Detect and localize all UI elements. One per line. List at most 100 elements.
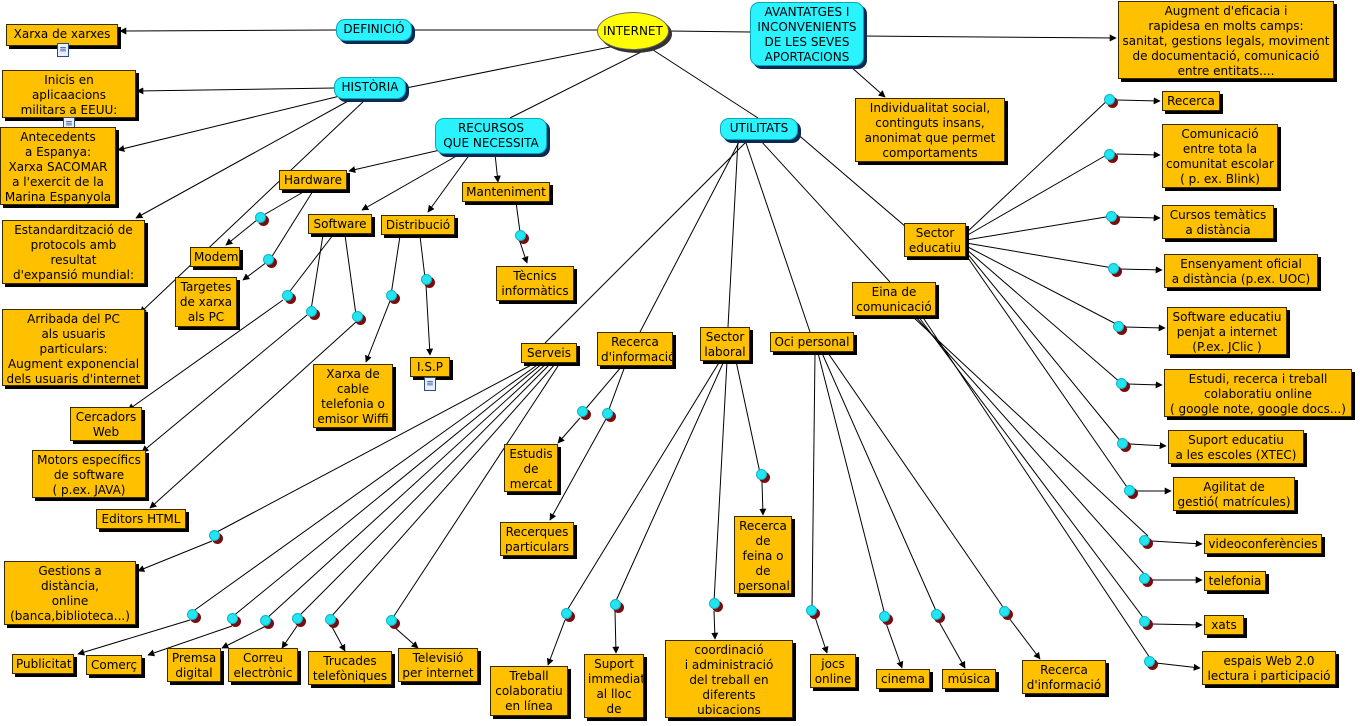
link-node-dot[interactable] bbox=[561, 608, 572, 619]
node-musica[interactable]: música bbox=[942, 669, 996, 689]
node-recerca[interactable]: Recerca bbox=[1162, 91, 1220, 111]
node-espais[interactable]: espais Web 2.0 lectura i participació bbox=[1202, 651, 1336, 685]
node-estandarditzacio[interactable]: Estandardització de protocols amb result… bbox=[2, 220, 145, 284]
node-comerc[interactable]: Comerç bbox=[86, 655, 142, 675]
node-comunicacio[interactable]: Comunicació entre tota la comunitat esco… bbox=[1162, 124, 1278, 188]
link-node-dot[interactable] bbox=[1108, 263, 1119, 274]
link-node-dot[interactable] bbox=[602, 408, 613, 419]
link-node-dot[interactable] bbox=[577, 406, 588, 417]
node-recerques[interactable]: Recerques particulars bbox=[500, 522, 574, 556]
node-videoconferencies[interactable]: videoconferències bbox=[1204, 534, 1322, 554]
branch-definicio[interactable]: DEFINICIÓ bbox=[336, 19, 412, 41]
node-sector-laboral[interactable]: Sector laboral bbox=[700, 327, 750, 361]
node-serveis[interactable]: Serveis bbox=[521, 343, 577, 363]
link-node-dot[interactable] bbox=[931, 609, 942, 620]
link-node-dot[interactable] bbox=[1144, 656, 1155, 667]
node-antecedents[interactable]: Antecedents a Espanya: Xarxa SACOMAR a l… bbox=[0, 127, 116, 205]
node-estudi[interactable]: Estudi, recerca i treball colaboratiu on… bbox=[1164, 369, 1352, 417]
node-sector-educatiu[interactable]: Sector educatiu bbox=[904, 223, 966, 257]
link-node-dot[interactable] bbox=[515, 230, 526, 241]
link-node-dot[interactable] bbox=[999, 606, 1010, 617]
node-cercadors[interactable]: Cercadors Web bbox=[70, 407, 142, 441]
connector-line bbox=[361, 153, 461, 211]
node-cinema[interactable]: cinema bbox=[876, 669, 930, 689]
node-tecnics[interactable]: Tècnics informàtics bbox=[496, 266, 574, 301]
node-suport-immediat[interactable]: Suport immediat al lloc de treball bbox=[584, 654, 644, 718]
root-node[interactable]: INTERNET bbox=[597, 12, 669, 50]
node-recerca-info2[interactable]: Recerca d'informació bbox=[1022, 660, 1106, 694]
node-televisio[interactable]: Televisió per internet bbox=[398, 648, 478, 682]
node-coordinacio[interactable]: coordinació i administració del treball … bbox=[665, 640, 793, 718]
node-premsa[interactable]: Premsa digital bbox=[167, 648, 221, 682]
node-telefonia[interactable]: telefonia bbox=[1204, 571, 1266, 591]
document-icon[interactable]: ≡ bbox=[57, 43, 69, 57]
connector-line bbox=[1008, 617, 1041, 660]
node-recerca-info[interactable]: Recerca d'informació bbox=[597, 332, 673, 366]
node-modem[interactable]: Modem bbox=[190, 247, 240, 267]
node-editors[interactable]: Editors HTML bbox=[96, 509, 186, 529]
link-node-dot[interactable] bbox=[709, 598, 720, 609]
node-distribucio[interactable]: Distribució bbox=[381, 215, 455, 235]
link-node-dot[interactable] bbox=[1116, 378, 1127, 389]
node-publicitat[interactable]: Publicitat bbox=[12, 654, 74, 674]
link-node-dot[interactable] bbox=[1104, 149, 1115, 160]
link-node-dot[interactable] bbox=[756, 469, 767, 480]
link-node-dot[interactable] bbox=[352, 311, 363, 322]
node-isp[interactable]: I.S.P bbox=[410, 357, 450, 377]
node-estudis-mercat[interactable]: Estudis de mercat bbox=[504, 444, 558, 492]
link-node-dot[interactable] bbox=[1139, 573, 1150, 584]
link-node-dot[interactable] bbox=[260, 615, 271, 626]
node-individualitat[interactable]: Individualitat social, continguts insans… bbox=[855, 98, 1005, 162]
link-node-dot[interactable] bbox=[1124, 485, 1135, 496]
link-node-dot[interactable] bbox=[292, 613, 303, 624]
node-inicis[interactable]: Inicis en aplicaacions militars a EEUU: … bbox=[2, 70, 136, 118]
node-trucades[interactable]: Trucades telefòniques bbox=[308, 651, 392, 685]
document-icon[interactable]: ≡ bbox=[424, 377, 436, 391]
link-node-dot[interactable] bbox=[325, 614, 336, 625]
node-eina[interactable]: Eina de comunicació bbox=[852, 282, 936, 316]
link-node-dot[interactable] bbox=[1139, 535, 1150, 546]
node-ensenyament[interactable]: Ensenyament oficial a distància (p.ex. U… bbox=[1164, 254, 1318, 288]
node-manteniment[interactable]: Manteniment bbox=[462, 182, 550, 202]
link-node-dot[interactable] bbox=[282, 290, 293, 301]
link-node-dot[interactable] bbox=[1113, 321, 1124, 332]
link-node-dot[interactable] bbox=[306, 306, 317, 317]
branch-utilitats[interactable]: UTILITATS bbox=[720, 118, 798, 140]
link-node-dot[interactable] bbox=[209, 530, 220, 541]
branch-historia[interactable]: HISTÒRIA bbox=[334, 77, 406, 99]
node-targetes[interactable]: Targetes de xarxa als PC bbox=[175, 277, 237, 327]
node-augment-eficacia[interactable]: Augment d'eficacia i rapidesa en molts c… bbox=[1118, 1, 1334, 79]
link-node-dot[interactable] bbox=[806, 605, 817, 616]
node-xarxa-cable[interactable]: Xarxa de cable telefonia o emisor Wiffi bbox=[313, 364, 393, 428]
link-node-dot[interactable] bbox=[1117, 438, 1128, 449]
node-cursos[interactable]: Cursos temàtics a distància bbox=[1162, 205, 1274, 239]
branch-avantatges[interactable]: AVANTATGES I INCONVENIENTS DE LES SEVES … bbox=[750, 2, 864, 66]
branch-recursos[interactable]: RECURSOS QUE NECESSITA bbox=[435, 118, 547, 154]
node-agilitat[interactable]: Agilitat de gestió( matrícules) bbox=[1173, 477, 1295, 511]
node-suport-educatiu[interactable]: Suport educatiu a les escoles (XTEC) bbox=[1168, 430, 1304, 464]
node-correu[interactable]: Correu electrònic bbox=[228, 648, 298, 682]
link-node-dot[interactable] bbox=[879, 611, 890, 622]
node-software-educatiu[interactable]: Software educatiu penjat a internet (P.e… bbox=[1167, 307, 1287, 355]
link-node-dot[interactable] bbox=[386, 290, 397, 301]
link-node-dot[interactable] bbox=[255, 212, 266, 223]
node-motors[interactable]: Motors específics de software ( p.ex. JA… bbox=[32, 450, 146, 498]
node-hardware[interactable]: Hardware bbox=[279, 170, 347, 190]
node-gestions[interactable]: Gestions a distància, online (banca,bibl… bbox=[4, 561, 136, 625]
link-node-dot[interactable] bbox=[610, 599, 621, 610]
link-node-dot[interactable] bbox=[386, 615, 397, 626]
link-node-dot[interactable] bbox=[263, 254, 274, 265]
link-node-dot[interactable] bbox=[421, 274, 432, 285]
node-oci[interactable]: Oci personal bbox=[770, 332, 854, 352]
link-node-dot[interactable] bbox=[1104, 94, 1115, 105]
link-node-dot[interactable] bbox=[1106, 211, 1117, 222]
node-treball[interactable]: Treball colaboratiu en línea bbox=[490, 666, 568, 716]
node-jocs[interactable]: jocs online bbox=[810, 654, 856, 688]
link-node-dot[interactable] bbox=[1139, 616, 1150, 627]
node-recerca-feina[interactable]: Recerca de feina o de personal bbox=[734, 516, 792, 594]
node-arribada-pc[interactable]: Arribada del PC als usuaris particulars:… bbox=[2, 309, 145, 386]
node-software[interactable]: Software bbox=[308, 214, 372, 234]
link-node-dot[interactable] bbox=[187, 609, 198, 620]
node-xats[interactable]: xats bbox=[1204, 615, 1244, 635]
link-node-dot[interactable] bbox=[227, 613, 238, 624]
